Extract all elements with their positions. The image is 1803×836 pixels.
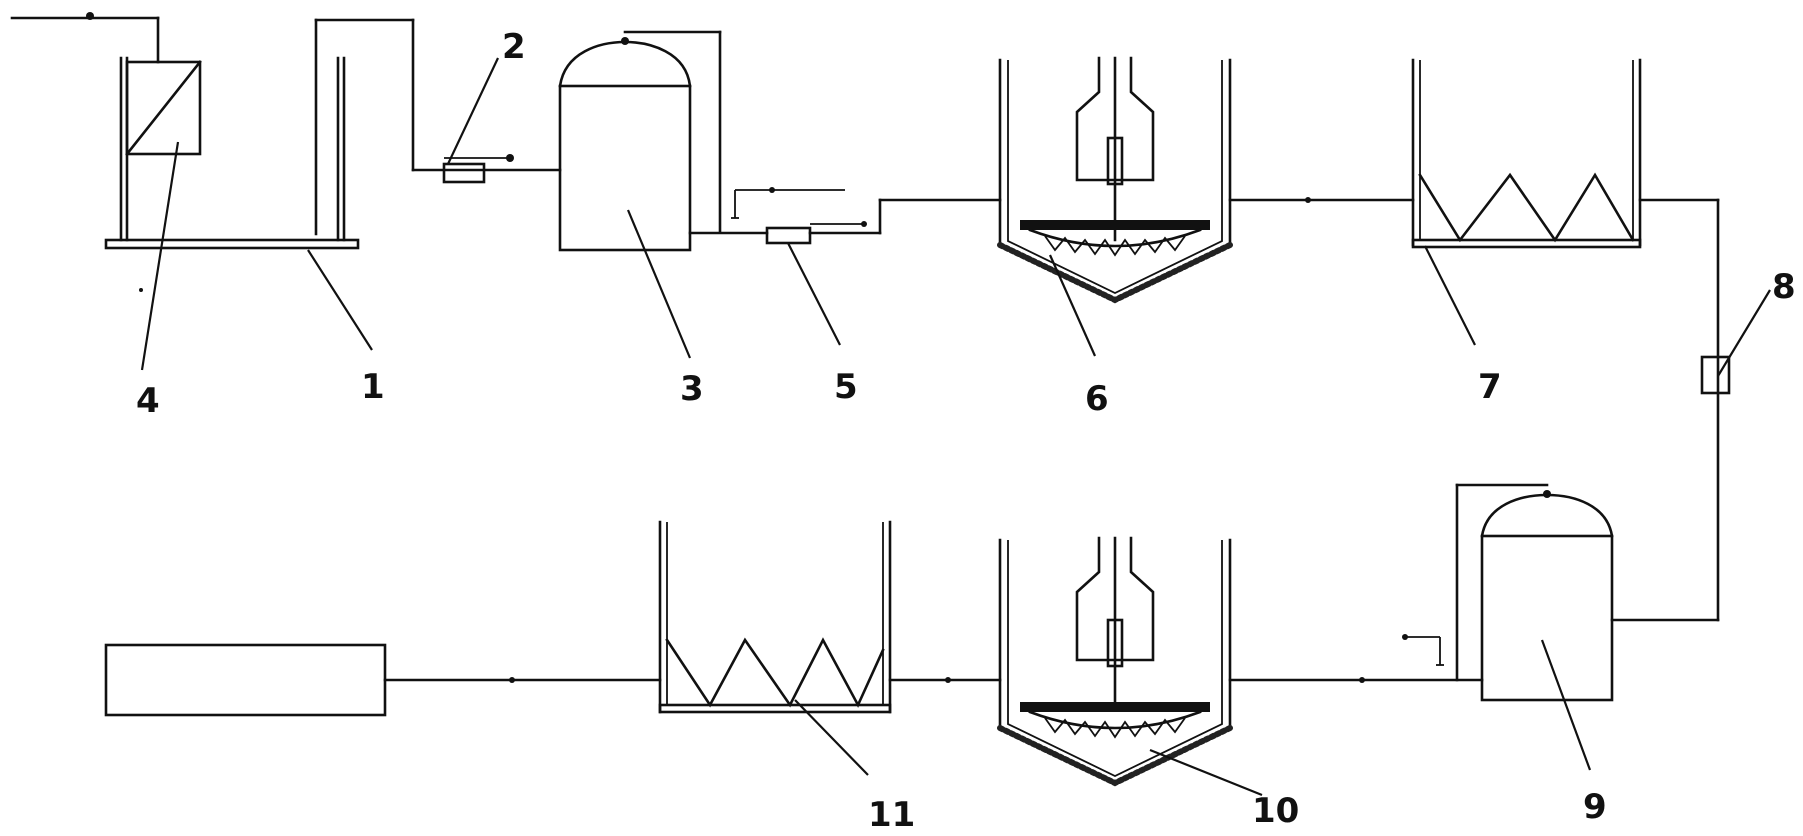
pipe-3-to-6 — [688, 187, 1002, 235]
pipe-10-to-11 — [888, 677, 1002, 683]
device-8 — [1700, 355, 1731, 395]
label-11: 11 — [868, 795, 915, 835]
stray-dot — [139, 288, 143, 292]
label-5: 5 — [834, 367, 858, 407]
pipe-11-to-final — [383, 677, 662, 683]
label-2: 2 — [502, 27, 526, 67]
label-4: 4 — [136, 381, 160, 421]
pipe-7-to-9 — [1610, 198, 1720, 622]
label-6: 6 — [1085, 379, 1109, 419]
leader-lines — [140, 57, 1771, 797]
pipe-1-to-3 — [411, 18, 562, 172]
pipe-6-to-7 — [1228, 197, 1415, 203]
settler-7 — [1411, 58, 1642, 249]
reactor-6 — [997, 56, 1233, 304]
labels: 1 2 3 4 5 6 7 8 9 10 11 — [136, 27, 1796, 835]
label-10: 10 — [1252, 791, 1299, 831]
label-1: 1 — [361, 367, 385, 407]
tank-3 — [558, 30, 722, 252]
pipe-9-to-10 — [1228, 634, 1484, 683]
tank-9 — [1455, 483, 1614, 702]
settler-11 — [658, 520, 892, 714]
tank-1 — [104, 18, 415, 250]
label-3: 3 — [680, 369, 704, 409]
final-tank — [104, 643, 387, 717]
label-8: 8 — [1772, 267, 1796, 307]
reactor-10 — [997, 536, 1233, 787]
screen-4 — [10, 12, 202, 156]
label-7: 7 — [1478, 367, 1502, 407]
device-2 — [442, 154, 514, 184]
label-9: 9 — [1583, 787, 1607, 827]
